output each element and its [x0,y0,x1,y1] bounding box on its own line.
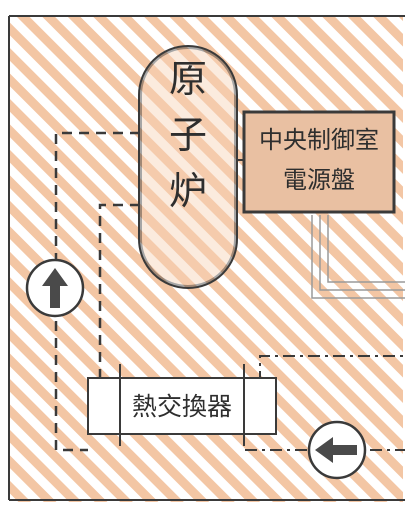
control-panel-box [242,110,396,214]
panel-cable [311,215,405,299]
reactor-label-char-3: 炉 [169,169,207,213]
heat-exchanger: 熱交換器 [87,364,277,446]
control-panel-label-line1: 中央制御室 [259,126,379,154]
heat-exchanger-label: 熱交換器 [132,392,232,421]
reactor: 原 子 炉 [138,45,238,289]
control-panel-label-line2: 電源盤 [283,166,355,194]
reactor-label-char-2: 子 [169,113,207,157]
outer-frame [8,15,405,501]
reactor-label-char-1: 原 [169,57,207,101]
circled-up-arrow-icon [25,258,85,318]
circled-left-arrow-icon [307,420,367,480]
control-room-power-panel: 中央制御室 電源盤 [242,110,396,214]
